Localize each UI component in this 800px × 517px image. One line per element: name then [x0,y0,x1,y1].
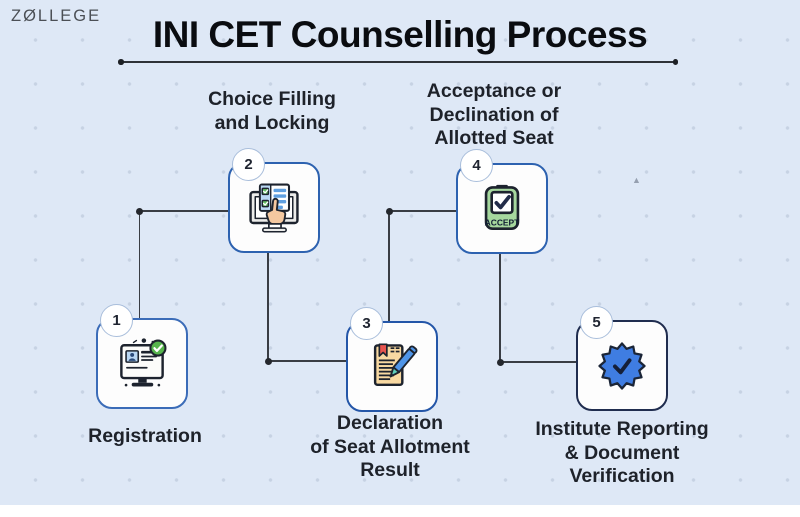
bottom-whitespace [0,505,800,517]
step-2-number-badge: 2 [232,148,265,181]
small-caret-mark: ▲ [632,175,641,185]
choice-filling-click-icon [249,183,299,232]
verified-badge-icon [598,341,646,390]
step-5-number-badge: 5 [580,306,613,339]
label-line: Declaration [336,412,444,434]
page-title: INI CET Counselling Process [152,14,648,55]
label-line: Result [360,459,420,481]
connector-line-3-4-vertical [388,211,390,322]
connector-line-3-4-horizontal [389,210,458,212]
label-line: Institute Reporting [535,418,709,440]
accept-stamp-icon: ACCEPT [485,184,520,230]
connector-joint-dot [264,357,272,365]
zollege-logo: ZØLLEGE [11,7,102,25]
connector-joint-dot [135,207,143,215]
connector-line-4-5-vertical [499,249,501,363]
label-line: Acceptance or [426,80,562,102]
step-1-number-badge: 1 [100,304,133,337]
step-1-box: 1 [96,304,188,409]
connector-line-1-2-vertical [138,211,141,319]
step-3-box: 3 [346,307,438,412]
document-pen-icon [373,342,418,386]
accept-stamp-text: ACCEPT [485,217,520,227]
label-line: Choice Filling [208,88,336,110]
title-underline [118,59,678,64]
step-2-number: 2 [244,156,253,173]
step-2-box: 2 [228,148,320,253]
connector-line-2-3-vertical [267,248,269,362]
label-line: & Document [564,441,680,464]
step-1-label: Registration [45,425,245,449]
step-5-number: 5 [592,314,601,331]
step-3-number-badge: 3 [350,307,383,340]
step-5-box: 5 [576,306,668,411]
label-line: Registration [88,425,202,447]
step-5-label: Institute Reporting & Document Verificat… [500,418,744,489]
connector-joint-dot [385,207,393,215]
step-3-label: Declaration of Seat Allotment Result [280,412,500,483]
connector-joint-dot [496,358,504,366]
step-4-number-badge: 4 [460,149,493,182]
label-line: Verification [569,465,675,487]
connector-line-1-2-horizontal [139,210,228,212]
label-line: Declination of [429,103,559,126]
step-4-box: 4 ACCEPT [456,149,548,254]
label-line: and Locking [214,111,330,134]
step-4-label: Acceptance or Declination of Allotted Se… [394,80,594,151]
connector-line-2-3-horizontal [268,360,348,362]
step-1-number: 1 [112,312,121,329]
label-line: of Seat Allotment [310,435,470,458]
step-4-number: 4 [472,157,481,174]
registration-monitor-icon [120,337,167,386]
label-line: Allotted Seat [434,127,554,149]
connector-line-4-5-horizontal [500,361,577,363]
step-3-number: 3 [362,315,371,332]
step-2-label: Choice Filling and Locking [172,88,372,135]
